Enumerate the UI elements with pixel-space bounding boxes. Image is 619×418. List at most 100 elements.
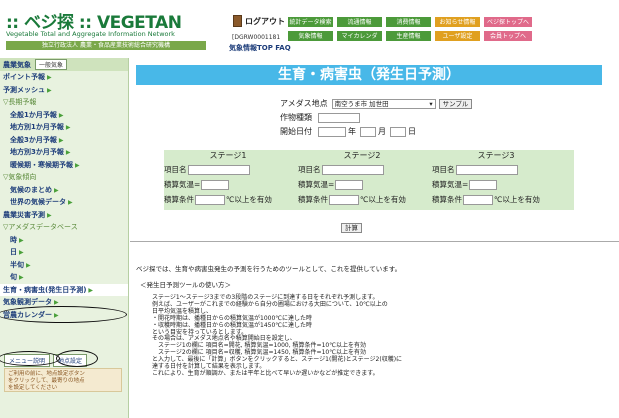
crop-input[interactable] [318,112,360,123]
item-name-label: 項目名 [432,165,455,174]
stage-2-temp-input[interactable] [335,179,364,190]
start-date-label: 開始日付 [280,127,312,136]
highlight-oval-location [56,350,98,367]
item-name-label: 項目名 [298,165,321,174]
sidebar-item-label: 旬 [10,273,17,281]
sidebar-title[interactable]: 農業気象 [3,60,31,69]
stage-1: ステージ1 項目名 積算気温= 積算条件℃以上を有効 [164,150,292,210]
accum-cond-label: 積算条件 [164,195,194,204]
stage-3-item-input[interactable] [455,164,518,175]
accum-cond-label: 積算条件 [432,195,462,204]
help-line-1: ご利用の前に、地点設定ボタン [8,371,85,377]
arrow-right-icon: ▶ [68,199,73,206]
nav-stats-search[interactable]: 統計データ検索 [287,16,334,28]
sidebar-help-text: ご利用の前に、地点設定ボタン をクリックして、最寄りの地点 を設定してください [4,368,122,392]
description-text: ベジ探では、生育や病害虫発生の予測を行うためのツールとして、これを提供しています… [136,265,402,273]
sidebar-item-label: 気候のまとめ [10,185,52,194]
nav-member-top[interactable]: 会員トップへ [483,30,533,42]
sidebar-item-label: 長期予報 [8,98,37,106]
stage-3-temp-input[interactable] [469,179,498,190]
howto-line: これにより、生育が順調か、または平年と比べて早いか遅いかなどが推定できます。 [152,369,379,377]
triangle-down-icon: ▽ [3,173,9,181]
howto-line: という目安を持っているとします。 [152,328,248,336]
sidebar-item-11[interactable]: 農業災害予測▶ [0,209,128,222]
sidebar-item-label: 予測メッシュ [3,85,45,94]
stage-3-cond-input[interactable] [463,194,493,205]
user-id: [DGRW0001181 [232,34,281,41]
sidebar-item-12[interactable]: ▽アメダスデータベース [0,221,128,234]
arrow-right-icon: ▶ [19,249,24,256]
sidebar-item-17[interactable]: 生育・病害虫(発生日予測)▶ [0,283,128,296]
howto-title: ＜発生日予測ツールの使い方＞ [140,281,231,289]
stage-2: ステージ2 項目名 積算気温= 積算条件℃以上を有効 [298,150,426,210]
sidebar-item-13[interactable]: 時▶ [0,234,128,247]
highlight-oval-active [0,306,127,323]
nav-weather[interactable]: 気象情報 [287,30,334,42]
arrow-right-icon: ▶ [58,136,64,144]
calculate-button[interactable]: 計算 [341,223,362,233]
howto-line: 例えば、ユーザーがこれまでの経験から自分の圃場における大田について、10℃以上の [152,300,388,308]
year-input[interactable] [318,126,346,137]
arrow-right-icon: ▶ [47,211,52,219]
nav-distribution[interactable]: 流通情報 [336,16,383,28]
nav-user-settings[interactable]: ユーザ設定 [434,30,481,42]
logout-button[interactable]: ログアウト [233,15,285,27]
sidebar-item-5[interactable]: 全般3か月予報▶ [0,134,128,147]
howto-line: ・開花時期は、播種日からの積算気温が1000℃に達した時 [152,314,313,322]
stages-panel: ステージ1 項目名 積算気温= 積算条件℃以上を有効 ステージ2 項目名 積算気… [164,150,574,210]
highlight-oval-menu-help [0,351,60,366]
sidebar-badge[interactable]: 一般気象 [35,59,68,70]
sidebar-item-7[interactable]: 暖候期・寒候期予報▶ [0,159,128,172]
nav-notices[interactable]: お知らせ情報 [434,16,481,28]
sidebar-item-label: 農業災害予測 [3,210,45,219]
sidebar-item-9[interactable]: 気候のまとめ▶ [0,184,128,197]
sidebar-item-label: 日 [10,248,17,256]
stage-1-cond-input[interactable] [195,194,225,205]
sidebar-item-label: 世界の気候データ [10,198,66,206]
stage-2-cond-input[interactable] [329,194,359,205]
main-content: 生育・病害虫（発生日予測） アメダス地点 南空うま市 加世田 ▾ サンプル 作物… [130,58,619,418]
day-label: 日 [408,127,416,136]
header: :: ベジ探 :: VEGETAN Vegetable Total and Ag… [0,0,619,58]
page-title: 生育・病害虫（発生日予測） [136,65,602,85]
stage-1-temp-input[interactable] [201,179,230,190]
crop-row: 作物種類 [280,112,360,123]
arrow-right-icon: ▶ [26,261,31,269]
accum-temp-label: 積算気温= [432,180,469,189]
stage-2-title: ステージ2 [343,151,381,160]
sidebar-item-16[interactable]: 旬▶ [0,271,128,284]
sidebar-item-1[interactable]: 予測メッシュ▶ [0,84,128,97]
stage-1-item-input[interactable] [187,164,250,175]
sidebar-menu: ポイント予報▶予測メッシュ▶▽長期予報全般1か月予報▶地方別1か月予報▶全般3か… [0,71,128,321]
sidebar-item-2[interactable]: ▽長期予報 [0,96,128,109]
item-name-label: 項目名 [164,165,187,174]
sidebar-item-3[interactable]: 全般1か月予報▶ [0,109,128,122]
howto-line: 達する日付を計算して結果を表示します。 [152,363,266,371]
sidebar-item-10[interactable]: 世界の気候データ▶ [0,196,128,209]
weather-top-faq-links[interactable]: 気象情報TOP FAQ [229,44,291,52]
sample-button[interactable]: サンプル [438,98,473,109]
howto-line: その場合は、アメダス地点名や積算開始日を設定し、 [152,335,296,343]
sidebar-item-15[interactable]: 半旬▶ [0,259,128,272]
sidebar-item-18[interactable]: 気象観測データ▶ [0,296,128,309]
sidebar-item-8[interactable]: ▽気象傾向 [0,171,128,184]
nav-vegetan-top[interactable]: ベジ探トップへ [483,16,533,28]
stage-2-item-input[interactable] [321,164,384,175]
sidebar-item-0[interactable]: ポイント予報▶ [0,71,128,84]
sidebar: 農業気象 一般気象 ポイント予報▶予測メッシュ▶▽長期予報全般1か月予報▶地方別… [0,58,129,418]
month-input[interactable] [360,126,376,137]
sidebar-item-label: 暖候期・寒候期予報 [10,160,73,169]
day-input[interactable] [390,126,406,137]
triangle-down-icon: ▽ [3,98,9,106]
sidebar-item-4[interactable]: 地方別1か月予報▶ [0,121,128,134]
sidebar-item-6[interactable]: 地方別3か月予報▶ [0,146,128,159]
nav-consumption[interactable]: 消費情報 [385,16,432,28]
sidebar-item-14[interactable]: 日▶ [0,246,128,259]
sidebar-item-label: アメダスデータベース [8,223,78,231]
howto-line: ステージ1～ステージ3までの3段階のステージに到達する日をそれぞれ予測します。 [152,294,379,301]
amedas-value: 南空うま市 加世田 [334,99,389,108]
nav-production[interactable]: 生産情報 [385,30,432,42]
nav-my-calendar[interactable]: マイカレンダ [336,30,383,42]
site-logo[interactable]: :: ベジ探 :: VEGETAN [6,13,182,33]
amedas-select[interactable]: 南空うま市 加世田 ▾ [331,98,436,109]
